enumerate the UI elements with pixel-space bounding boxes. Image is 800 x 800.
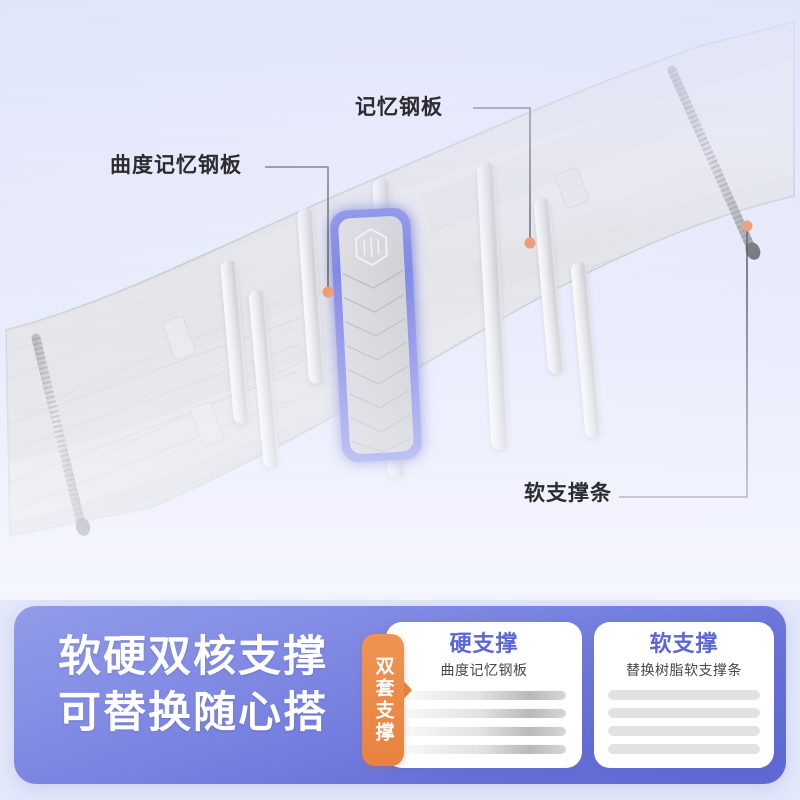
steel-bar xyxy=(402,708,566,718)
steel-bar xyxy=(402,690,566,700)
callout-label-memory-steel-plate: 记忆钢板 xyxy=(355,96,443,119)
resin-bar xyxy=(608,726,760,736)
card-soft-support-title: 软支撑 xyxy=(649,631,719,656)
lumbar-belt-illustration xyxy=(5,20,795,537)
headline-line-2: 可替换随心搭 xyxy=(58,688,328,737)
resin-bar xyxy=(608,690,760,700)
highlighted-center-plate xyxy=(330,207,422,463)
banner-headline: 软硬双核支撑 可替换随心搭 xyxy=(58,630,328,742)
callout-label-soft-support-bar: 软支撑条 xyxy=(524,482,612,505)
steel-bar xyxy=(402,726,566,736)
card-hard-support-bars xyxy=(386,690,582,754)
resin-bar xyxy=(608,744,760,754)
resin-bar xyxy=(608,708,760,718)
dual-set-support-tag: 双套支撑 xyxy=(362,634,404,766)
headline-line-1: 软硬双核支撑 xyxy=(58,633,328,681)
card-hard-support[interactable]: 硬支撑 曲度记忆钢板 xyxy=(386,622,582,768)
card-soft-support-bars xyxy=(594,690,774,754)
card-soft-support-subtitle: 替换树脂软支撑条 xyxy=(626,662,742,678)
steel-bar xyxy=(402,744,566,754)
card-hard-support-subtitle: 曲度记忆钢板 xyxy=(440,662,528,678)
hero-product-photo: 曲度记忆钢板 记忆钢板 软支撑条 xyxy=(0,0,800,600)
dual-set-support-tag-label: 双套支撑 xyxy=(372,656,394,744)
card-hard-support-title: 硬支撑 xyxy=(449,631,519,656)
callout-label-curve-memory-steel-plate: 曲度记忆钢板 xyxy=(110,154,242,177)
card-soft-support[interactable]: 软支撑 替换树脂软支撑条 xyxy=(594,622,774,768)
